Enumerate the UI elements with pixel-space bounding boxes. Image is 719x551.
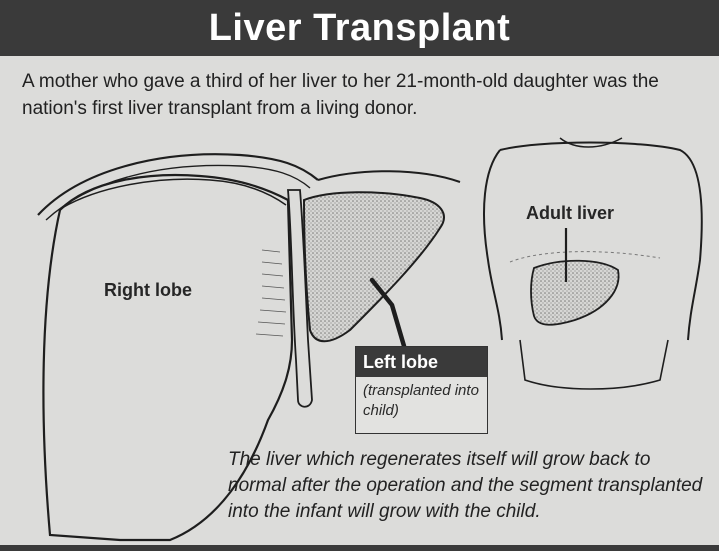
label-adult-liver: Adult liver bbox=[526, 203, 614, 224]
left-lobe-shape bbox=[304, 192, 444, 341]
label-right-lobe: Right lobe bbox=[104, 280, 192, 301]
label-left-lobe: Left lobe bbox=[356, 347, 487, 377]
left-lobe-callout: Left lobe (transplanted into child) bbox=[355, 346, 488, 434]
adult-liver-shape bbox=[531, 261, 619, 325]
caption-text: The liver which regenerates itself will … bbox=[228, 447, 708, 525]
bottom-rule bbox=[0, 545, 719, 551]
left-lobe-note: (transplanted into child) bbox=[356, 377, 487, 421]
